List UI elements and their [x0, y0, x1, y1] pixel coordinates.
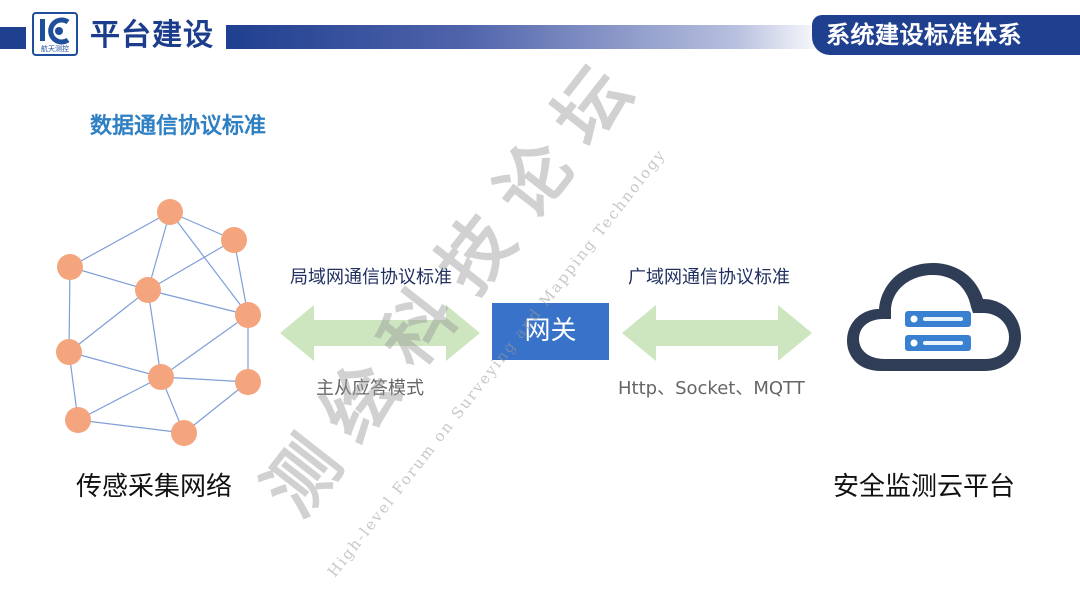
cloud-server-icon: [847, 263, 1021, 371]
sensor-network-label: 传感采集网络: [76, 472, 233, 502]
wan-protocol-label: 广域网通信协议标准: [628, 267, 790, 288]
header-left-stub: [0, 27, 26, 49]
header-gradient-bar: [226, 25, 826, 49]
wan-protocol-list: Http、Socket、MQTT: [618, 378, 805, 399]
section-subtitle: 数据通信协议标准: [90, 114, 267, 139]
section-tab: [812, 15, 1080, 55]
logo-caption: 航天测控: [41, 45, 69, 53]
cloud-platform-label: 安全监测云平台: [833, 472, 1016, 502]
section-tab-title: 系统建设标准体系: [826, 21, 1022, 49]
logo-mark-icon: [40, 17, 70, 45]
company-logo-icon: 航天测控: [32, 12, 78, 56]
lan-mode-caption: 主从应答模式: [316, 378, 424, 399]
sensor-network-icon: [56, 199, 261, 446]
lan-double-arrow: [280, 305, 480, 361]
server-stack-icon: [905, 311, 971, 351]
lan-protocol-label: 局域网通信协议标准: [290, 267, 452, 288]
wan-double-arrow: [622, 305, 812, 361]
page-title: 平台建设: [90, 18, 214, 53]
gateway-box: 网关: [492, 303, 609, 360]
watermark-english: High-level Forum on Surveying and Mappin…: [324, 145, 670, 580]
